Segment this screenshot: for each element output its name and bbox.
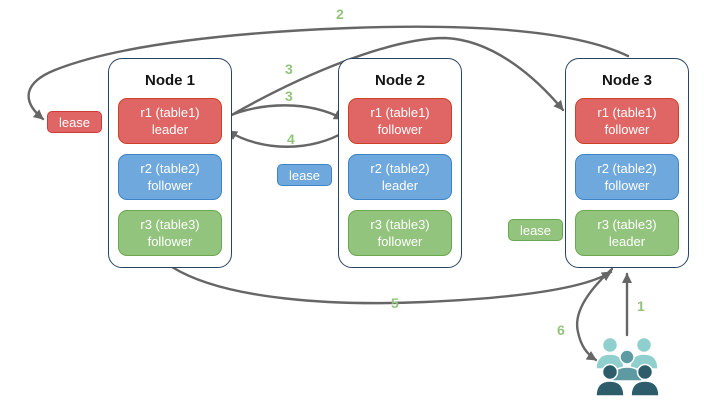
replica-role: leader bbox=[608, 234, 646, 249]
node1-replica-r3: r3 (table3) follower bbox=[118, 210, 222, 256]
replica-name: r1 (table1) bbox=[370, 105, 430, 120]
step-label-1: 1 bbox=[637, 298, 645, 314]
step-label-3b: 3 bbox=[285, 88, 293, 104]
replica-name: r2 (table2) bbox=[370, 161, 430, 176]
replica-role: follower bbox=[604, 178, 650, 193]
node2-replica-r3: r3 (table3) follower bbox=[348, 210, 452, 256]
replica-role: leader bbox=[381, 178, 419, 193]
node3-replica-r3: r3 (table3) leader bbox=[575, 210, 679, 256]
replica-role: follower bbox=[377, 234, 423, 249]
users-front-row bbox=[595, 363, 660, 397]
replica-name: r1 (table1) bbox=[597, 105, 657, 120]
arrow-step3-node1-to-node2 bbox=[222, 104, 345, 121]
replica-role: follower bbox=[604, 122, 650, 137]
node2-replica-r1: r1 (table1) follower bbox=[348, 98, 452, 144]
lease-badge-table2: lease bbox=[277, 164, 332, 186]
node2-replica-r2: r2 (table2) leader bbox=[348, 154, 452, 200]
node-2: Node 2 r1 (table1) follower r2 (table2) … bbox=[338, 58, 462, 268]
replica-role: follower bbox=[147, 178, 193, 193]
node-1-title: Node 1 bbox=[144, 72, 195, 89]
node-3-title: Node 3 bbox=[601, 72, 652, 89]
node-2-title: Node 2 bbox=[374, 72, 425, 89]
replica-name: r3 (table3) bbox=[597, 217, 657, 232]
step-label-2: 2 bbox=[336, 6, 344, 22]
replica-name: r3 (table3) bbox=[140, 217, 200, 232]
replica-name: r3 (table3) bbox=[370, 217, 430, 232]
step-label-5: 5 bbox=[391, 295, 399, 311]
lease-badge-table3: lease bbox=[508, 219, 563, 241]
users-middle-person bbox=[611, 349, 643, 382]
step-label-3a: 3 bbox=[285, 61, 293, 77]
arrow-step6-node3-to-users bbox=[575, 267, 614, 362]
replica-role: follower bbox=[377, 122, 423, 137]
node3-replica-r1: r1 (table1) follower bbox=[575, 98, 679, 144]
replica-name: r1 (table1) bbox=[140, 105, 200, 120]
node3-replica-r2: r2 (table2) follower bbox=[575, 154, 679, 200]
node-3: Node 3 r1 (table1) follower r2 (table2) … bbox=[565, 58, 689, 268]
users-back-row bbox=[595, 336, 659, 370]
replica-name: r2 (table2) bbox=[140, 161, 200, 176]
users-icon bbox=[595, 336, 660, 397]
step-label-4: 4 bbox=[287, 131, 295, 147]
replica-role: leader bbox=[151, 122, 189, 137]
replica-name: r2 (table2) bbox=[597, 161, 657, 176]
lease-badge-table1: lease bbox=[47, 111, 102, 133]
node1-replica-r1: r1 (table1) leader bbox=[118, 98, 222, 144]
step-label-6: 6 bbox=[557, 322, 565, 338]
node-1: Node 1 r1 (table1) leader r2 (table2) fo… bbox=[108, 58, 232, 268]
node1-replica-r2: r2 (table2) follower bbox=[118, 154, 222, 200]
replica-role: follower bbox=[147, 234, 193, 249]
